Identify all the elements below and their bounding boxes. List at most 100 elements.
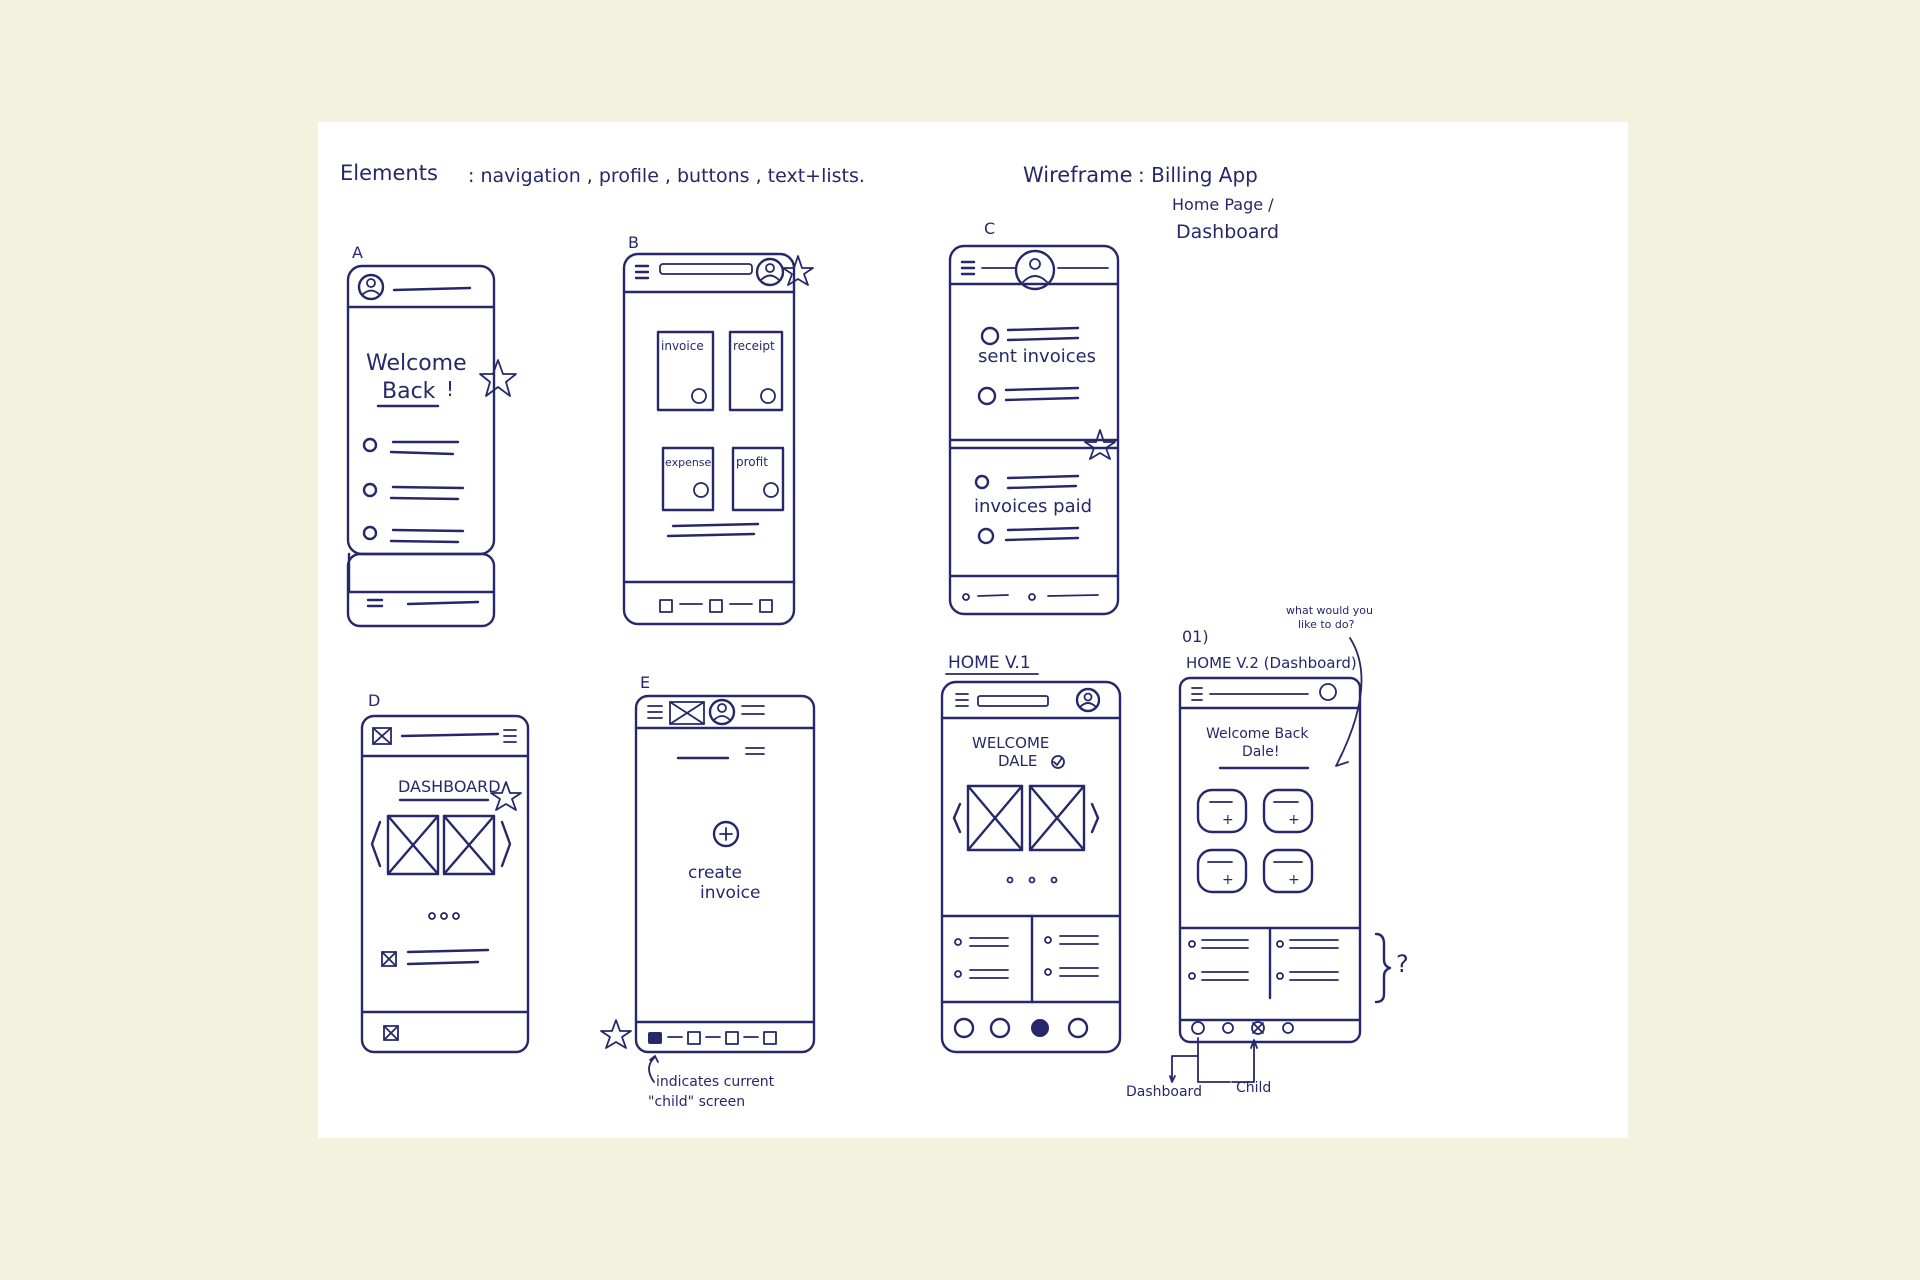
add-icon <box>763 482 779 498</box>
carousel-image-placeholder <box>386 814 440 876</box>
image-placeholder-icon <box>669 701 705 725</box>
wireframe-subtitle-1: Home Page / <box>1172 195 1274 214</box>
sketch-a-welcome-line-2: Back <box>382 379 436 404</box>
dashboard-nav-icon <box>1191 1021 1205 1035</box>
star-icon <box>490 781 522 811</box>
sketch-d: D DASHBOARD <box>360 691 530 1054</box>
sketch-c-phone-frame <box>948 244 1120 616</box>
arrow-icon <box>648 1055 659 1083</box>
home-v1-welcome-line-2: DALE <box>998 752 1037 770</box>
home-v1-label: HOME V.1 <box>948 653 1031 673</box>
plus-icon: + <box>1288 812 1300 828</box>
nav-icon <box>1222 1022 1234 1034</box>
sketch-b-phone-frame <box>622 252 796 626</box>
wireframe-sketches: Elements : navigation , profile , button… <box>340 161 1409 1110</box>
what-would-you-note-line-2: like to do? <box>1298 618 1355 631</box>
carousel-image-placeholder <box>966 784 1024 852</box>
invoice-tile-label: invoice <box>661 339 704 353</box>
profile-icon <box>1319 683 1337 701</box>
list-bullet-icon <box>1276 972 1284 980</box>
sketch-a-welcome-line-1: Welcome <box>366 351 467 376</box>
page-dot-icon <box>440 912 448 920</box>
profile-icon <box>357 273 385 301</box>
elements-label: Elements <box>340 161 438 185</box>
star-icon <box>1084 429 1116 460</box>
action-button <box>1196 788 1248 834</box>
arrow-icon <box>1169 1037 1199 1083</box>
check-icon <box>1051 755 1065 769</box>
nav-icon <box>725 1031 739 1045</box>
star-icon <box>479 359 517 397</box>
star-icon <box>782 255 814 286</box>
list-bullet-icon <box>954 970 962 978</box>
invoice-tile <box>656 330 715 412</box>
profile-icon <box>1075 687 1101 713</box>
nav-icon <box>1067 1017 1089 1039</box>
plus-icon: + <box>1222 812 1234 828</box>
page-dot-icon <box>1028 876 1036 884</box>
what-would-you-note-line-1: what would you <box>1286 604 1373 617</box>
sketch-b-label: B <box>628 233 639 252</box>
sketch-a-phone-frame <box>346 264 496 556</box>
nav-dot-icon <box>1028 593 1036 601</box>
sketch-home-v1: HOME V.1 WELCOME DALE <box>940 653 1122 1054</box>
carousel-image-placeholder <box>442 814 496 876</box>
sketch-b: B invoice receipt expense profit <box>622 233 814 626</box>
carousel-next-icon <box>500 820 512 868</box>
nav-icon <box>953 1017 975 1039</box>
wireframe-label: Wireframe <box>1023 163 1133 187</box>
wireframe-title: : Billing App <box>1138 163 1258 187</box>
add-icon <box>693 482 709 498</box>
create-invoice-line-2: invoice <box>700 883 761 903</box>
sketch-c: C sent invoices invoices paid <box>948 219 1120 616</box>
active-nav-icon <box>648 1032 662 1044</box>
profile-icon <box>1014 249 1056 291</box>
home-v2-marker: 01) <box>1182 627 1209 646</box>
arrow-icon <box>1231 1039 1258 1083</box>
child-note: Child <box>1236 1080 1271 1096</box>
action-button <box>1262 788 1314 834</box>
profit-tile-label: profit <box>736 455 768 469</box>
list-bullet-icon <box>1044 936 1052 944</box>
list-bullet-icon <box>1044 968 1052 976</box>
sketch-home-v2: 01) HOME V.2 (Dashboard) what would you … <box>1126 604 1409 1100</box>
list-bullet-icon <box>362 525 378 541</box>
expense-tile <box>661 446 715 512</box>
sketch-a-exclaim: ! <box>446 377 454 401</box>
home-v2-phone-frame <box>1178 676 1362 1044</box>
sketch-paper: Elements : navigation , profile , button… <box>318 122 1628 1138</box>
sketch-a-label: A <box>352 243 363 262</box>
invoices-paid-heading: invoices paid <box>974 496 1092 517</box>
list-bullet-icon <box>974 474 990 490</box>
child-screen-note-line-1: indicates current <box>656 1074 775 1090</box>
carousel-prev-icon <box>370 820 382 868</box>
sketch-e: E create invoice indicates current "chil… <box>600 673 816 1110</box>
action-button <box>1196 848 1248 894</box>
home-v2-welcome-line-2: Dale! <box>1242 744 1279 760</box>
nav-dot-icon <box>962 593 970 601</box>
brace-icon <box>1374 932 1392 1004</box>
list-bullet-icon <box>1188 940 1196 948</box>
page-dot-icon <box>452 912 460 920</box>
image-placeholder-icon <box>381 951 397 967</box>
star-icon <box>600 1019 632 1049</box>
carousel-image-placeholder <box>1028 784 1086 852</box>
list-bullet-icon <box>980 326 1000 346</box>
sketch-e-phone-frame <box>634 694 816 1054</box>
list-bullet-icon <box>977 527 995 545</box>
profile-icon <box>755 257 785 287</box>
create-invoice-line-1: create <box>688 863 742 883</box>
home-v2-welcome-line-1: Welcome Back <box>1206 726 1309 742</box>
dashboard-heading: DASHBOARD <box>398 777 501 796</box>
list-bullet-icon <box>1188 972 1196 980</box>
nav-icon <box>763 1031 777 1045</box>
list-bullet-icon <box>977 386 997 406</box>
plus-icon: + <box>1288 872 1300 888</box>
active-nav-icon <box>1031 1019 1049 1037</box>
nav-icon <box>1282 1022 1294 1034</box>
wireframe-subtitle-2: Dashboard <box>1176 221 1279 243</box>
profile-icon <box>708 698 736 726</box>
sketch-d-phone-frame <box>360 714 530 1054</box>
nav-icon <box>659 599 673 613</box>
add-icon <box>691 388 707 404</box>
